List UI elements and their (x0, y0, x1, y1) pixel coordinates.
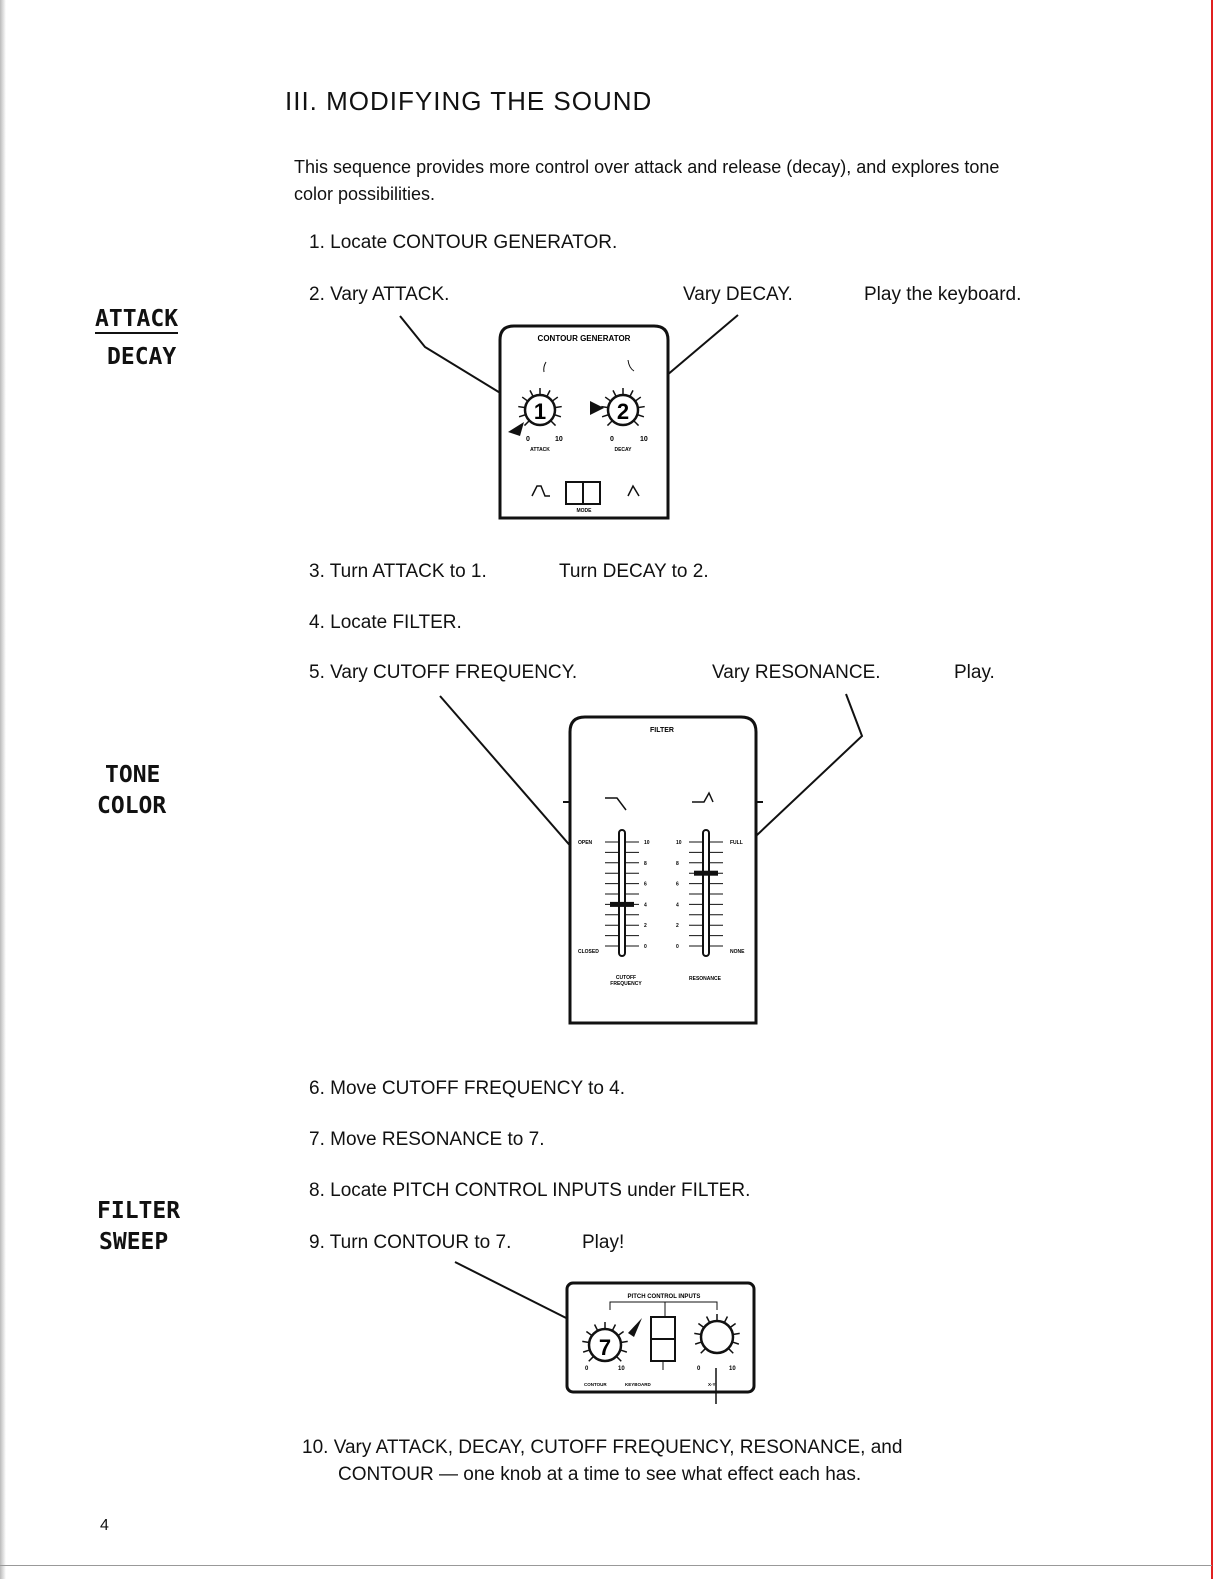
resonance-icon (692, 791, 714, 803)
step-3-attack: 3. Turn ATTACK to 1. (309, 561, 487, 582)
cutoff-scale-label: 10 (644, 840, 650, 846)
resonance-label: RESONANCE (689, 976, 722, 982)
filter-panel-title: FILTER (650, 727, 674, 734)
decay-knob-value: 2 (617, 399, 629, 424)
attack-min-label: 0 (526, 436, 530, 443)
attack-knob-value: 1 (534, 399, 546, 424)
attack-knob[interactable] (518, 388, 562, 427)
resonance-scale-label: 2 (676, 923, 679, 929)
open-label: OPEN (578, 840, 593, 846)
contour-panel-title: CONTOUR GENERATOR (538, 334, 631, 343)
scan-edge (0, 0, 6, 1579)
closed-label: CLOSED (578, 949, 599, 955)
cutoff-scale-label: 4 (644, 902, 647, 908)
step-3-decay: Turn DECAY to 2. (559, 561, 709, 582)
step-6: 6. Move CUTOFF FREQUENCY to 4. (309, 1078, 626, 1099)
intro-paragraph: This sequence provides more control over… (294, 157, 1000, 204)
side-label-attack: ATTACK (95, 300, 179, 338)
knob-body[interactable] (587, 1327, 623, 1363)
step-1: 1. Locate CONTOUR GENERATOR. (309, 232, 618, 253)
resonance-scale-label: 10 (676, 840, 682, 846)
cutoff-scale-label: 2 (644, 923, 647, 929)
envelope-percussive-icon (627, 484, 640, 497)
resonance-scale-label: 6 (676, 882, 679, 888)
resonance-scale-label: 4 (676, 902, 679, 908)
decay-label: DECAY (614, 447, 632, 453)
knob-body[interactable] (606, 393, 640, 427)
envelope-sustain-icon (531, 485, 550, 497)
xy-min-label: 0 (697, 1366, 701, 1372)
step-10-line1: 10. Vary ATTACK, DECAY, CUTOFF FREQUENCY… (302, 1437, 903, 1458)
page-number: 4 (100, 1517, 109, 1534)
contour-pointer-icon (628, 1318, 642, 1337)
cutoff-frequency-slider-track[interactable] (618, 829, 626, 957)
contour-knob-value: 7 (599, 1335, 611, 1360)
none-label: NONE (730, 949, 745, 955)
contour-label: CONTOUR (584, 1382, 607, 1387)
decay-pointer-icon (590, 401, 604, 415)
cutoff-frequency-slider-handle[interactable] (610, 901, 634, 907)
step-5-cutoff: 5. Vary CUTOFF FREQUENCY. (309, 662, 578, 683)
attack-max-label: 10 (555, 436, 563, 443)
step-5-resonance: Vary RESONANCE. (712, 662, 881, 683)
side-label-filter: FILTER (97, 1198, 181, 1224)
decay-knob[interactable] (601, 388, 645, 427)
pitch-panel-title: PITCH CONTROL INPUTS (628, 1294, 701, 1300)
contour-generator-panel: CONTOUR GENERATOR 0 10 0 10 ATTACK DECAY… (498, 324, 670, 520)
resonance-scale-label: 8 (676, 861, 679, 867)
step-2-decay: Vary DECAY. (683, 284, 793, 305)
step-2-attack: 2. Vary ATTACK. (309, 284, 450, 305)
side-label-sweep: SWEEP (99, 1229, 169, 1255)
side-label-tone: TONE (105, 762, 161, 788)
side-label-decay: DECAY (107, 344, 177, 370)
cutoff-label: CUTOFF (616, 975, 636, 981)
step-7: 7. Move RESONANCE to 7. (309, 1129, 545, 1150)
step-8: 8. Locate PITCH CONTROL INPUTS under FIL… (309, 1180, 751, 1201)
lowpass-icon (605, 797, 627, 811)
xy-label: X-Y (708, 1382, 716, 1387)
page-title: III. MODIFYING THE SOUND (285, 86, 653, 116)
cutoff-scale-label: 6 (644, 882, 647, 888)
contour-min-label: 0 (585, 1366, 589, 1372)
knob-body[interactable] (523, 393, 557, 427)
resonance-scale-label: 0 (676, 944, 679, 950)
filter-sliders: 10 10 8 8 6 6 4 4 2 2 0 0 (605, 829, 723, 957)
side-label-attack-text: ATTACK (95, 306, 179, 334)
pitch-control-panel: PITCH CONTROL INPUTS 0 10 0 10 CONTOUR K… (565, 1281, 756, 1404)
knob-body[interactable] (699, 1319, 735, 1355)
bottom-edge (0, 1565, 1212, 1566)
margin-line (1211, 0, 1213, 1579)
side-label-color: COLOR (97, 793, 167, 819)
decay-min-label: 0 (610, 436, 614, 443)
xy-knob[interactable] (694, 1314, 740, 1355)
step-5-play: Play. (954, 662, 995, 683)
resonance-slider-track[interactable] (702, 829, 710, 957)
decay-max-label: 10 (640, 436, 648, 443)
step-10-line2: CONTOUR — one knob at a time to see what… (338, 1464, 862, 1485)
contour-amount-knob[interactable] (582, 1322, 628, 1363)
frequency-label: FREQUENCY (610, 981, 642, 987)
cutoff-scale-label: 8 (644, 861, 647, 867)
xy-max-label: 10 (729, 1366, 736, 1372)
mode-label: MODE (577, 508, 593, 514)
full-label: FULL (730, 840, 743, 846)
step-2-play: Play the keyboard. (864, 284, 1022, 305)
step-9-contour: 9. Turn CONTOUR to 7. (309, 1232, 512, 1253)
attack-pointer-icon (508, 422, 524, 436)
step-9-play: Play! (582, 1232, 625, 1253)
step-4: 4. Locate FILTER. (309, 612, 462, 633)
attack-label: ATTACK (530, 447, 550, 453)
filter-panel: FILTER 10 10 8 8 6 6 4 4 2 2 0 0 OPEN CLOSED FULL N… (563, 715, 763, 1025)
keyboard-label: KEYBOARD (625, 1382, 652, 1387)
cutoff-scale-label: 0 (644, 944, 647, 950)
resonance-slider-handle[interactable] (694, 870, 718, 876)
contour-max-label: 10 (618, 1366, 625, 1372)
